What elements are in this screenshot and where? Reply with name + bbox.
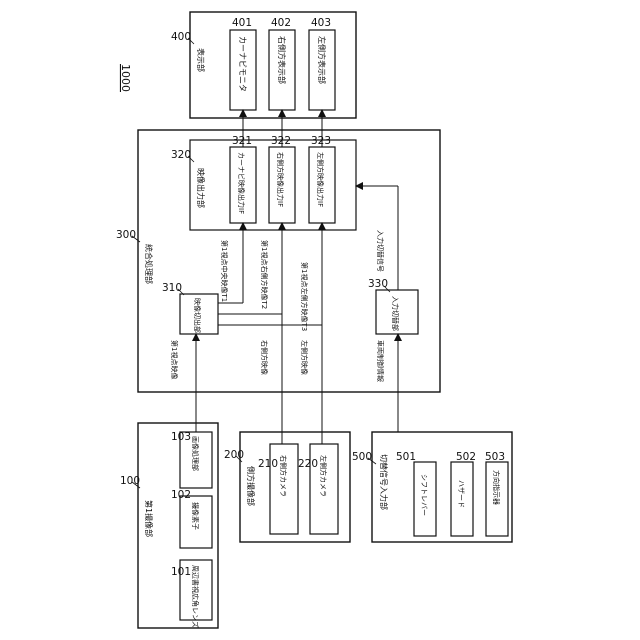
- ref-103: 103: [171, 431, 191, 443]
- ref-400: 400: [171, 31, 191, 43]
- ref-500: 500: [352, 451, 372, 463]
- ref-402: 402: [271, 17, 291, 29]
- right-output-if-label: 右側方映像出力IF: [276, 152, 285, 207]
- ref-401: 401: [232, 17, 252, 29]
- image-sensor-label: 撮像素子: [191, 502, 200, 530]
- signal-t71-label: 第1視点中央映像T1: [220, 240, 229, 302]
- ref-220: 220: [298, 458, 318, 470]
- switch-signal-input-label: 切替信号入力部: [379, 454, 389, 510]
- ref-321: 321: [232, 135, 252, 147]
- ref-210: 210: [258, 458, 278, 470]
- left-display-label: 左側方表示部: [317, 36, 327, 84]
- integration-unit-label: 統合処理部: [144, 244, 154, 284]
- signal-right-image-label: 右側方映像: [260, 340, 269, 375]
- ref-102: 102: [171, 489, 191, 501]
- ref-100: 100: [120, 475, 140, 487]
- input-switch-label: 入力切替部: [391, 296, 400, 331]
- ref-501: 501: [396, 451, 416, 463]
- left-camera-label: 左側方カメラ: [319, 455, 328, 497]
- side-imaging-unit-200: 200 側方撮像部 右側方カメラ 210 左側方カメラ 220: [224, 432, 350, 542]
- ref-502: 502: [456, 451, 476, 463]
- video-cutout-label: 映像切出部: [193, 298, 202, 333]
- ref-403: 403: [311, 17, 331, 29]
- right-camera-label: 右側方カメラ: [279, 455, 288, 497]
- first-imaging-unit-label: 第1撮像部: [144, 500, 154, 537]
- ref-322: 322: [271, 135, 291, 147]
- ref-503: 503: [485, 451, 505, 463]
- figure-ref-number: 1000: [119, 64, 132, 92]
- signal-vehicle-info-label: 車両制御情報: [376, 340, 385, 382]
- side-imaging-unit-label: 側方撮像部: [246, 466, 256, 506]
- ref-101: 101: [171, 566, 191, 578]
- signal-first-view-label: 第1視点映像: [170, 340, 179, 379]
- ref-300: 300: [116, 229, 136, 241]
- ref-320: 320: [171, 149, 191, 161]
- left-output-if-label: 左側方映像出力IF: [316, 152, 325, 207]
- hazard-label: ハザード: [457, 480, 465, 508]
- switch-signal-input-unit-500: 500 切替信号入力部 シフトレバー 501 ハザード 502 方向指示器 50…: [352, 432, 512, 542]
- video-output-label: 映像出力部: [196, 168, 206, 208]
- car-nav-monitor-label: カーナビモニタ: [238, 36, 247, 92]
- ref-323: 323: [311, 135, 331, 147]
- display-unit-400: 400 表示部 カーナビモニタ 401 右側方表示部 402 左側方表示部 40…: [171, 12, 356, 118]
- signal-switch-label: 入力切替信号: [376, 230, 385, 272]
- car-nav-output-if-label: カーナビ映像出力IF: [237, 152, 246, 214]
- signal-t73-label: 第1視点左側方映像T3: [300, 262, 309, 331]
- signal-t72-label: 第1視点右側方映像T2: [260, 240, 269, 309]
- display-unit-label: 表示部: [196, 48, 206, 72]
- ref-310: 310: [162, 282, 182, 294]
- shift-lever-label: シフトレバー: [420, 474, 428, 516]
- right-display-label: 右側方表示部: [277, 36, 287, 84]
- ref-330: 330: [368, 278, 388, 290]
- integration-unit-300: 300 統合処理部 320 映像出力部 カーナビ映像出力IF 321 右側方映像…: [116, 130, 440, 392]
- lens-label: 周辺書視広角レンズ: [191, 565, 200, 628]
- signal-left-image-label: 左側方映像: [300, 340, 309, 375]
- image-processing-label: 画像処理部: [191, 436, 200, 471]
- ref-200: 200: [224, 449, 244, 461]
- first-imaging-unit-100: 100 第1撮像部 周辺書視広角レンズ 101 撮像素子 102 画像処理部 1…: [120, 423, 218, 628]
- turn-signal-label: 方向指示器: [492, 470, 501, 505]
